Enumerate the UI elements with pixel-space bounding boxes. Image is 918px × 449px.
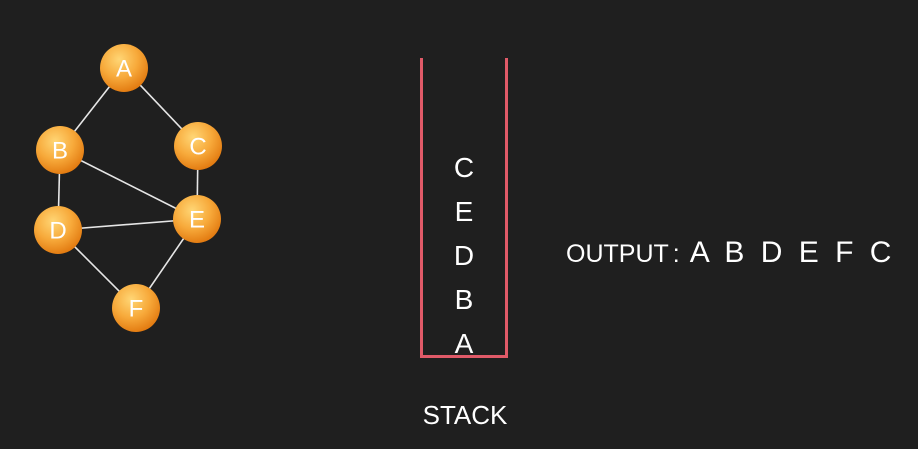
graph-nodes: A B C D E F — [34, 44, 222, 332]
node-c: C — [174, 122, 222, 170]
stack-container: C E D B A — [420, 58, 508, 359]
node-circle — [36, 126, 84, 174]
node-circle — [100, 44, 148, 92]
node-label: A — [116, 56, 132, 83]
graph-diagram: A B C D E F — [34, 44, 222, 332]
stack-item: C — [453, 152, 475, 183]
node-label: F — [129, 296, 144, 323]
graph-edges — [57, 67, 199, 309]
node-d: D — [34, 206, 82, 254]
output-label: OUTPUT — [566, 240, 669, 268]
node-label: D — [49, 218, 66, 245]
output-line: OUTPUT : A B D E F C — [566, 236, 895, 270]
node-label: E — [189, 207, 205, 234]
stack-item: A — [454, 328, 474, 359]
node-label: B — [52, 138, 68, 165]
stack-label: STACK — [422, 400, 508, 430]
edge-b-e — [59, 149, 198, 220]
node-b: B — [36, 126, 84, 174]
node-a: A — [100, 44, 148, 92]
node-circle — [34, 206, 82, 254]
node-circle — [173, 195, 221, 243]
stack-item: B — [454, 284, 474, 315]
stack-item: E — [454, 196, 474, 227]
stack-items: C E D B A — [423, 146, 505, 366]
node-circle — [112, 284, 160, 332]
stack-item: D — [453, 240, 475, 271]
node-circle — [174, 122, 222, 170]
node-f: F — [112, 284, 160, 332]
output-values: A B D E F C — [689, 236, 896, 269]
node-label: C — [189, 134, 206, 161]
output-separator: : — [672, 240, 680, 268]
node-e: E — [173, 195, 221, 243]
